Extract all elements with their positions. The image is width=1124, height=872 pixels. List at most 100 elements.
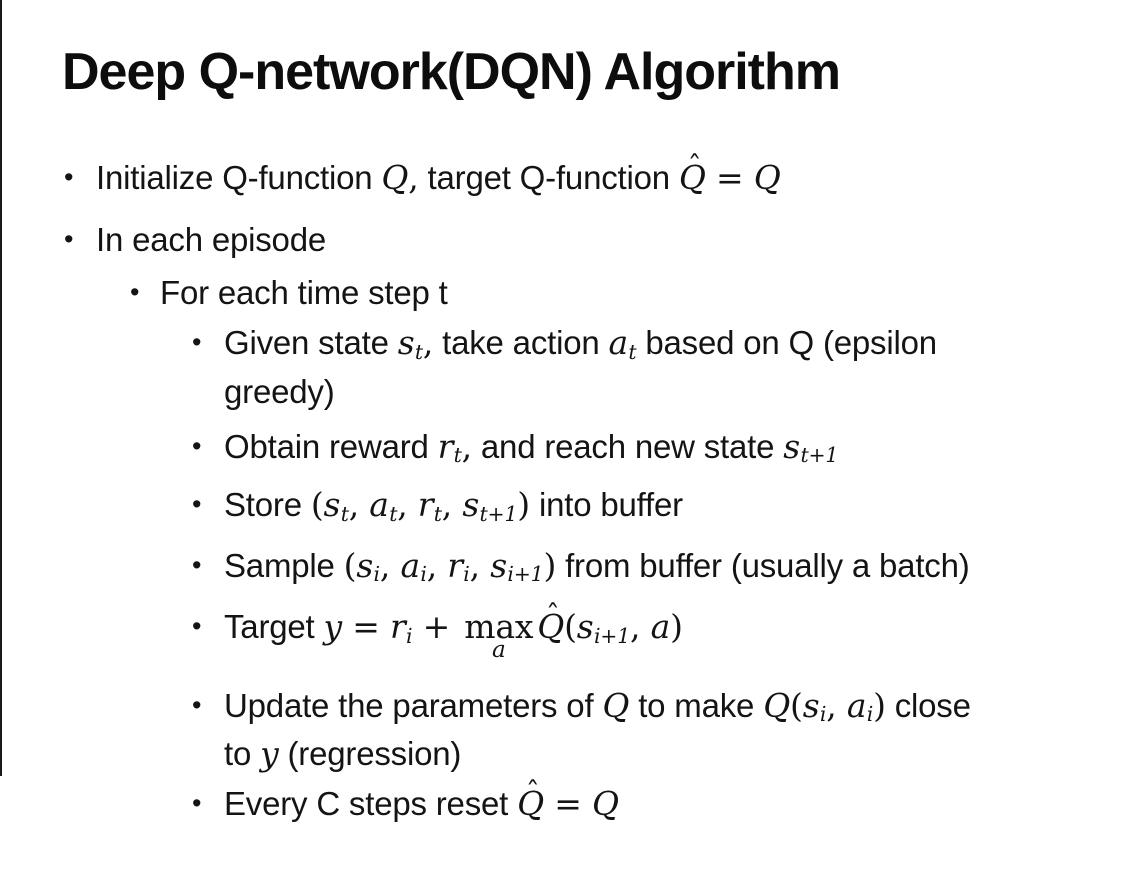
math-variable: st — [323, 485, 349, 526]
subscript: t+1 — [479, 501, 518, 526]
hat-accent: ˆ — [545, 598, 560, 632]
subscript: i — [819, 702, 827, 726]
subscript: i — [373, 562, 381, 586]
bullet-line: greedy) — [224, 372, 1110, 412]
text-run: Target — [224, 608, 324, 645]
subscript: t — [414, 339, 423, 364]
math-symbol: = — [705, 158, 754, 197]
text-run: Obtain reward — [224, 427, 438, 465]
math-variable: Q — [763, 685, 791, 725]
math-symbol: , — [630, 607, 651, 646]
subscript: t — [453, 443, 462, 467]
page-title: Deep Q-network(DQN) Algorithm — [62, 43, 841, 101]
bullet-line: to y (regression) — [224, 734, 1110, 774]
subscript: t — [628, 339, 637, 364]
text-run: to — [224, 735, 261, 772]
math-symbol: , — [397, 485, 418, 524]
list-item: •Update the parameters of Q to make Q(si… — [0, 686, 1110, 775]
hat-accent: ˆ — [687, 149, 702, 183]
bullet-line: Initialize Q-function Q, target Q-functi… — [96, 150, 1110, 198]
math-variable: st+1 — [462, 485, 518, 526]
math-symbol: ( — [790, 685, 803, 725]
bullet-line: For each time step t — [160, 273, 1110, 313]
text-run: target Q-function — [418, 159, 679, 196]
hat-accent: ˆ — [525, 775, 540, 809]
text-run: and reach new state — [471, 427, 784, 465]
math-symbol: ) — [543, 545, 557, 585]
text-run: For each time step t — [160, 274, 448, 311]
bullet-icon: • — [130, 277, 140, 307]
math-variable: Q — [753, 158, 781, 197]
bullet-icon: • — [192, 611, 202, 641]
subscript: t — [340, 501, 349, 526]
slide-left-border — [0, 0, 2, 776]
math-variable: at — [608, 323, 637, 364]
text-run: close — [885, 686, 971, 724]
math-variable: si+1 — [490, 545, 544, 587]
text-run: from buffer (usually a batch) — [556, 546, 970, 584]
math-variable: si — [356, 545, 381, 587]
math-variable: y — [260, 734, 279, 773]
math-variable: si+1 — [576, 607, 631, 648]
math-symbol: , — [348, 485, 370, 524]
math-symbol: , — [461, 426, 473, 466]
text-run: Every C steps reset — [224, 785, 518, 822]
bullet-line: In each episode — [96, 220, 1110, 260]
math-variable: ai — [846, 685, 874, 727]
text-run: Update the parameters of — [224, 686, 603, 724]
list-item: • For each time step t — [0, 273, 1110, 313]
text-run: Given state — [224, 324, 398, 361]
bullet-icon: • — [192, 489, 202, 519]
subscript: t+1 — [800, 443, 839, 467]
bullet-line: Obtain reward rt, and reach new state st… — [224, 427, 1110, 476]
subscript: i+1 — [507, 562, 544, 586]
math-symbol: = — [543, 784, 592, 823]
text-run: Sample — [224, 546, 344, 584]
math-variable: ri — [447, 545, 470, 587]
math-symbol: ( — [343, 545, 357, 585]
math-symbol: ) — [873, 685, 886, 725]
math-symbol: ( — [310, 485, 324, 524]
math-variable: rt — [417, 485, 442, 526]
text-run: In each episode — [96, 221, 327, 258]
bullet-icon: • — [192, 327, 202, 357]
math-variable: at — [369, 485, 398, 526]
bullet-list: • Initialize Q-function Q, target Q-funct… — [0, 150, 1110, 824]
bullet-line: Sample (si, ai, ri, si+1) from buffer (u… — [224, 546, 1110, 595]
text-run: Store — [224, 486, 311, 523]
bullet-icon: • — [64, 162, 74, 192]
math-symbol: ) — [517, 485, 530, 524]
bullet-icon: • — [192, 689, 202, 720]
bullet-line: Store (st, at, rt, st+1) into buffer — [224, 485, 1110, 534]
text-run: greedy) — [224, 372, 335, 410]
math-variable: Q — [602, 685, 630, 725]
subscript: i — [420, 562, 427, 586]
subscript: t — [433, 501, 442, 526]
math-variable: st — [397, 323, 423, 364]
math-variable: si — [802, 685, 827, 727]
math-symbol: , — [441, 485, 463, 524]
math-symbol: , — [408, 158, 419, 197]
math-variable: ri — [389, 607, 413, 648]
bullet-line: Given state st, take action at based on … — [224, 323, 1110, 372]
list-item: •In each episode — [0, 220, 1110, 260]
text-run: to make — [629, 686, 764, 724]
math-symbol: ( — [564, 607, 577, 646]
math-symbol: ) — [670, 607, 683, 646]
math-variable: Q — [592, 784, 619, 823]
math-variable: y — [323, 607, 343, 646]
list-item: •Obtain reward rt, and reach new state s… — [0, 427, 1110, 476]
list-item: • Store (st, at, rt, st+1) into buffer — [0, 485, 1110, 534]
list-item: •Sample (si, ai, ri, si+1) from buffer (… — [0, 546, 1110, 595]
subscript: i — [866, 702, 874, 726]
math-variable: rt — [437, 426, 462, 468]
text-run: (regression) — [278, 735, 462, 772]
